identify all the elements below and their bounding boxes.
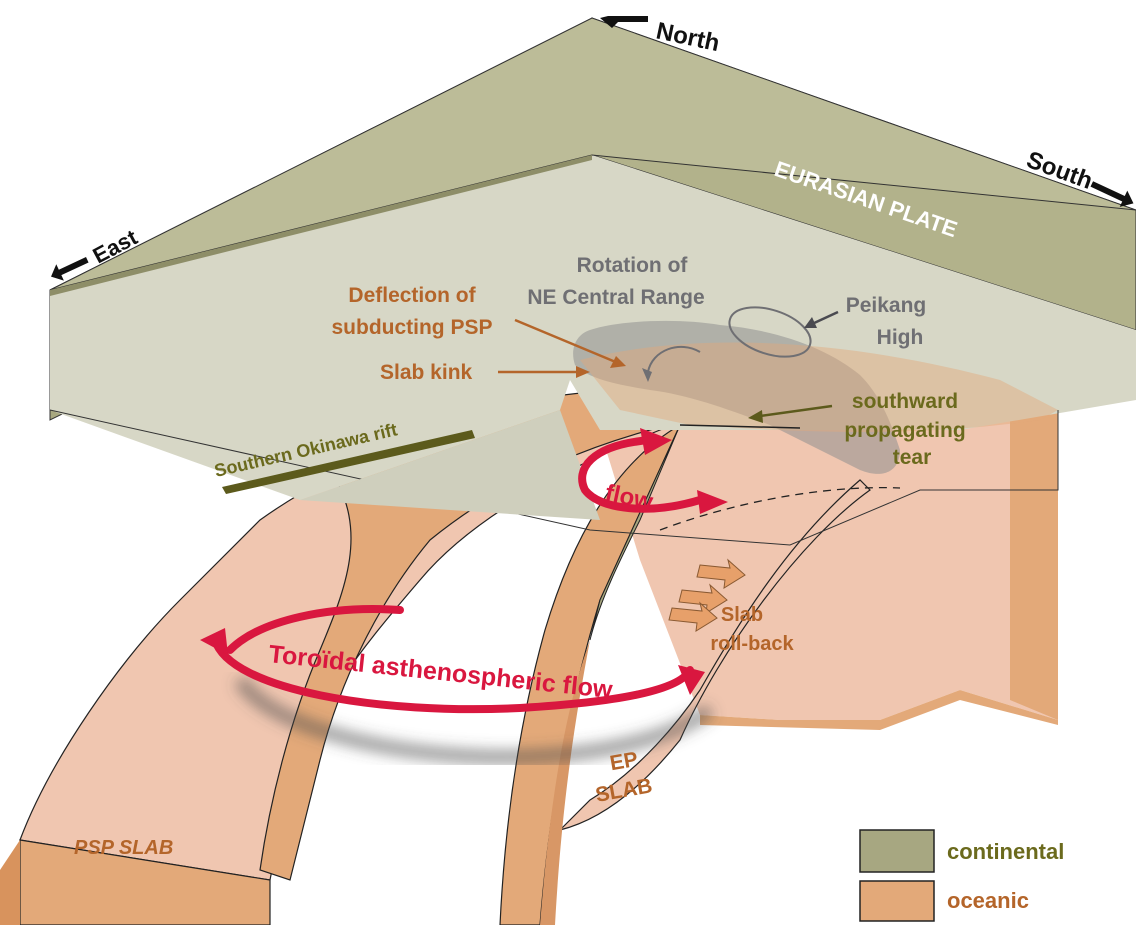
southward-label-1: southward [852,390,958,413]
ep-slab-label-2: SLAB [594,774,654,807]
legend-swatch-oceanic [860,881,934,921]
slab-rollback-label-2: roll-back [710,633,794,655]
ep-slab-back-face [600,408,1058,720]
southward-label-3: tear [893,446,932,469]
southward-label-2: propagating [844,419,965,442]
legend-label-continental: continental [947,839,1064,864]
deflection-label-1: Deflection of [348,284,476,307]
legend-swatch-continental [860,830,934,872]
ep-slab-label-1: EP [608,748,640,776]
slab-rollback-label-1: Slab [721,604,763,626]
rotation-label-2: NE Central Range [527,286,704,309]
ep-slab-right-side [1010,408,1058,720]
deflection-label-2: subducting PSP [331,316,492,339]
legend-label-oceanic: oceanic [947,888,1029,913]
rotation-label-1: Rotation of [577,254,689,277]
slab-kink-label: Slab kink [380,361,473,384]
psp-slab-bottom-shade [0,840,20,925]
peikang-label-2: High [877,326,924,349]
peikang-label-1: Peikang [846,294,927,317]
legend: continental oceanic [860,830,1064,921]
psp-slab-label: PSP SLAB [74,837,173,859]
